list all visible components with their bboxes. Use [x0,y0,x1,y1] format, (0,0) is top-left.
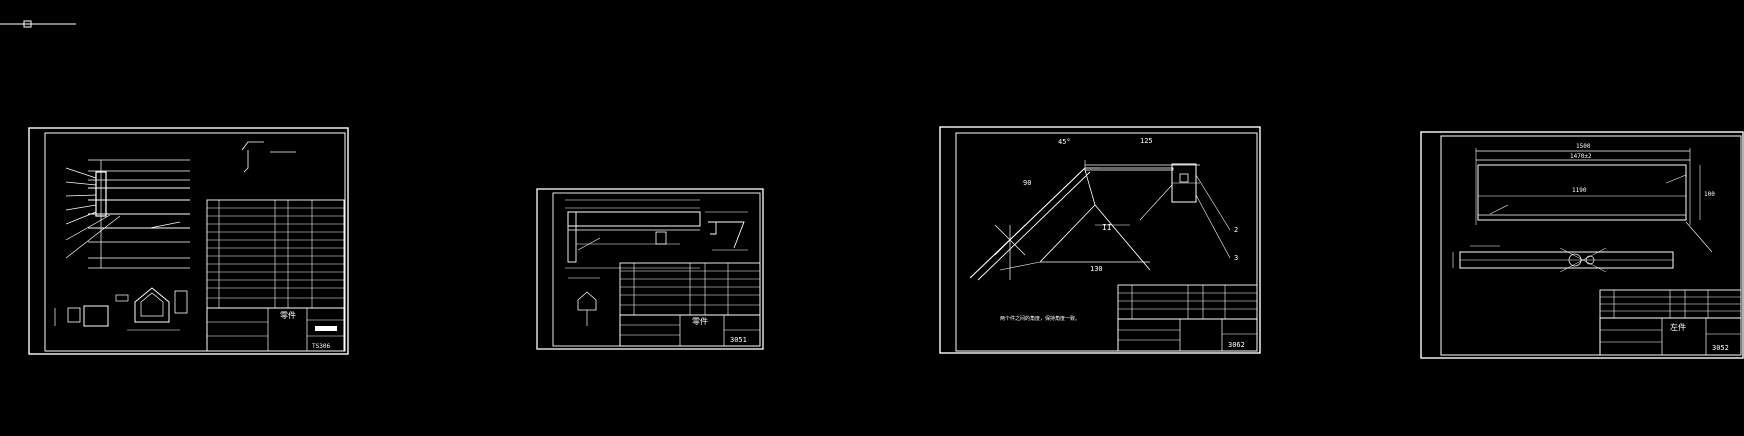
sheet-1-part-view [54,141,296,331]
drawing-sheet-4[interactable]: 1500 1470±2 1190 100 左件 3052 [1420,131,1744,359]
sheet-3-parts-table [1117,284,1258,320]
sheet-3-tag-1: 2 [1234,226,1238,234]
sheet-4-dim-top1: 1500 [1576,143,1591,150]
sheet-4-dim-top2: 1470±2 [1570,153,1592,160]
sheet-4-parts-table [1599,289,1742,319]
sheet-4-dim-side: 100 [1704,191,1715,198]
sheet-1-title-name: 零件 [280,310,296,320]
sheet-4-title-name: 左件 [1670,322,1686,332]
sheet-3-dim-angle: 45° [1058,138,1071,146]
sheet-4-part-view: 1500 1470±2 1190 100 [1452,143,1715,273]
sheet-3-dim-bottom: 130 [1090,265,1103,273]
sheet-4-dim-mid: 1190 [1572,187,1587,194]
sheet-3-drawing-no: 3062 [1228,341,1245,349]
drawing-sheet-1[interactable]: 零件 TS306 [28,127,349,355]
sheet-1-title-block: 零件 TS306 [206,307,345,352]
sheet-3-note: 两个件之间的角度，保持角度一致。 [1000,315,1080,322]
ucs-icon [0,20,76,28]
sheet-2-title-name: 零件 [692,316,708,326]
sheet-3-part-view: 125 45° 90 130 2 3 II 两个件之间的角度，保持角度一致。 [969,137,1238,322]
sheet-4-title-block: 左件 3052 [1599,317,1742,356]
sheet-3-dim-diag: 90 [1023,179,1031,187]
drawing-sheet-2[interactable]: 零件 3051 [536,188,764,350]
sheet-2-drawing-no: 3051 [730,336,747,344]
sheet-3-dim-top: 125 [1140,137,1153,145]
sheet-3-tag-2: 3 [1234,254,1238,262]
sheet-1-parts-table [206,199,345,309]
sheet-4-drawing-no: 3052 [1712,344,1729,352]
sheet-1-drawing-no: TS306 [312,343,330,350]
drawing-sheet-3[interactable]: 125 45° 90 130 2 3 II 两个件之间的角度，保持角度一致。 [939,126,1261,354]
sheet-2-part-view [565,199,748,326]
sheet-3-section-label: II [1102,223,1112,232]
sheet-3-title-block: 3062 [1117,318,1258,352]
sheet-2-title-block: 零件 3051 [619,314,761,347]
sheet-2-parts-table [619,262,761,316]
